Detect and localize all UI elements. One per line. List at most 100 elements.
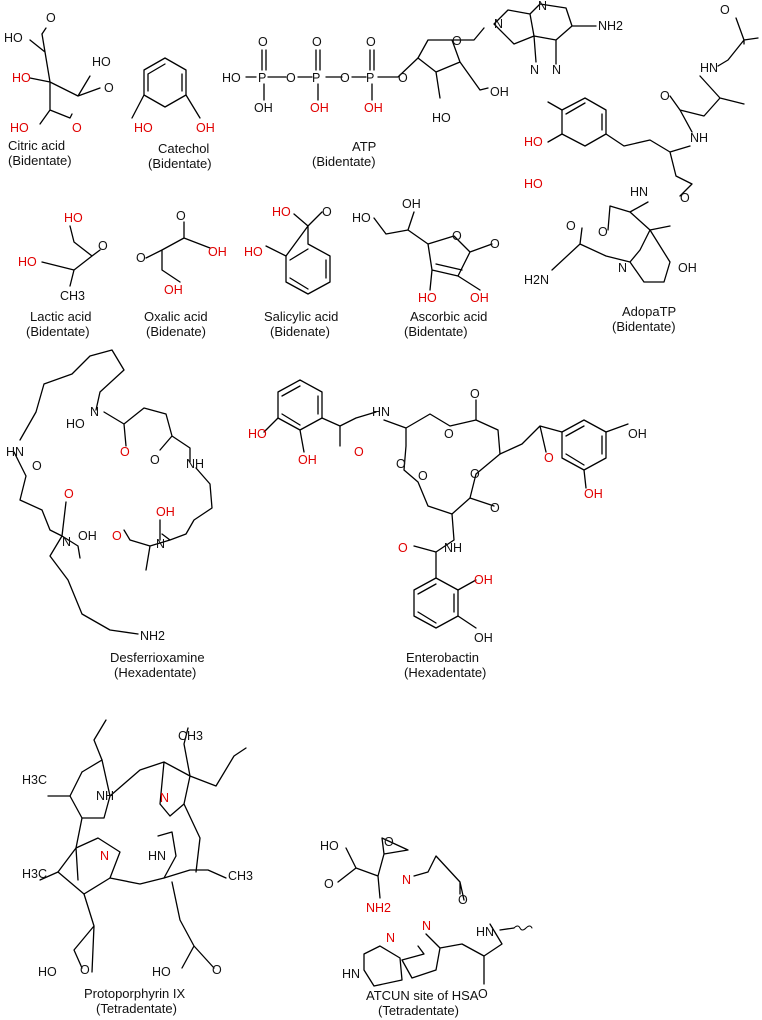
carbonyl-oxygen-label: O bbox=[490, 501, 500, 515]
molecule-name: Catechol bbox=[158, 141, 209, 156]
nitrogen-label: N bbox=[538, 0, 547, 13]
oxygen-label: O bbox=[398, 71, 408, 85]
carbonyl-oxygen-label: O bbox=[32, 459, 42, 473]
hydroxyl-label-donor: HO bbox=[64, 211, 83, 225]
citric-acid-structure: HO O HO O HO HO O Citric acid (Bidentate… bbox=[4, 11, 114, 168]
hydroxyl-label-donor: HO bbox=[244, 245, 263, 259]
amide-nitrogen-label: NH bbox=[690, 131, 708, 145]
pyrrole-nitrogen-donor: N bbox=[100, 849, 109, 863]
hydroxyl-label: HO bbox=[92, 55, 111, 69]
hydroxyl-label-donor: OH bbox=[208, 245, 227, 259]
carbonyl-oxygen-label: O bbox=[458, 893, 468, 907]
hydroxyl-label: HO bbox=[222, 71, 241, 85]
desferrioxamine-structure: HN N HO O O NH O O N OH OH N O NH2 Desfe… bbox=[6, 349, 213, 680]
oxygen-label: O bbox=[598, 225, 608, 239]
carbonyl-oxygen-label: O bbox=[104, 81, 114, 95]
amide-nitrogen-label: HN bbox=[476, 925, 494, 939]
carbonyl-oxygen-donor: O bbox=[120, 445, 130, 459]
amide-nitrogen-label: HN bbox=[630, 185, 648, 199]
hydroxyl-label: OH bbox=[402, 197, 421, 211]
phosphorus-label: P bbox=[312, 71, 320, 85]
imidazole-nitrogen-label: HN bbox=[342, 967, 360, 981]
imidazole-nitrogen-donor: N bbox=[386, 931, 395, 945]
molecule-name: Lactic acid bbox=[30, 309, 91, 324]
molecule-denticity: (Bidenate) bbox=[270, 324, 330, 339]
phosphorus-label: P bbox=[258, 71, 266, 85]
amide-nitrogen-label: NH bbox=[444, 541, 462, 555]
hydroxamate-nitrogen-label: N bbox=[90, 405, 99, 419]
molecule-denticity: (Hexadentate) bbox=[114, 665, 196, 680]
ester-oxygen-label: O bbox=[418, 469, 428, 483]
molecule-name: AdopaTP bbox=[622, 304, 676, 319]
hydroxyl-label-donor: OH bbox=[474, 573, 493, 587]
pyrrole-nitrogen-donor: N bbox=[160, 791, 169, 805]
oxygen-label: O bbox=[258, 35, 268, 49]
carbonyl-oxygen-label: O bbox=[324, 877, 334, 891]
hydroxyl-label-donor: OH bbox=[310, 101, 329, 115]
hydroxyl-label-donor: OH bbox=[470, 291, 489, 305]
amide-nitrogen-donor: N bbox=[422, 919, 431, 933]
hydroxyl-label: HO bbox=[66, 417, 85, 431]
hydroxyl-label-donor: HO bbox=[524, 135, 543, 149]
hydroxyl-label-donor: HO bbox=[418, 291, 437, 305]
molecule-name: ATP bbox=[352, 139, 376, 154]
ester-oxygen-label: O bbox=[444, 427, 454, 441]
salicylic-acid-structure: HO O HO Salicylic acid (Bidenate) bbox=[244, 205, 338, 339]
amide-nitrogen-donor: N bbox=[402, 873, 411, 887]
carbonyl-oxygen-label: O bbox=[322, 205, 332, 219]
hydroxamate-nitrogen-label: N bbox=[156, 537, 165, 551]
hydroxyl-label-donor: OH bbox=[164, 283, 183, 297]
molecule-name: Ascorbic acid bbox=[410, 309, 487, 324]
carbonyl-oxygen-donor: O bbox=[354, 445, 364, 459]
methyl-label: H3C bbox=[22, 773, 47, 787]
oxygen-label: O bbox=[566, 219, 576, 233]
hydroxyl-label: HO bbox=[152, 965, 171, 979]
oxygen-label: O bbox=[340, 71, 350, 85]
molecule-name: Oxalic acid bbox=[144, 309, 208, 324]
carbonyl-oxygen-label: O bbox=[46, 11, 56, 25]
molecule-name: Salicylic acid bbox=[264, 309, 338, 324]
amine-donor: NH2 bbox=[366, 901, 391, 915]
ring-oxygen-label: O bbox=[452, 229, 462, 243]
carbonyl-oxygen-label: O bbox=[396, 457, 406, 471]
hydroxyl-label-donor: OH bbox=[584, 487, 603, 501]
enterobactin-structure: HO OH O HN O O O O O O O OH OH NH O OH O… bbox=[248, 379, 647, 680]
hydroxyl-label: HO bbox=[432, 111, 451, 125]
hydroxyl-label-donor: HO bbox=[18, 255, 37, 269]
molecule-name: Citric acid bbox=[8, 138, 65, 153]
hydroxyl-label-donor: HO bbox=[134, 121, 153, 135]
molecule-name: Desferrioxamine bbox=[110, 650, 205, 665]
hydroxyl-label-donor: HO bbox=[12, 71, 31, 85]
nitrogen-label: N bbox=[494, 17, 503, 31]
molecule-denticity: (Bidentate) bbox=[312, 154, 376, 169]
ring-oxygen-label: O bbox=[452, 34, 462, 48]
hydroxyl-label: OH bbox=[628, 427, 647, 441]
molecule-denticity: (Hexadentate) bbox=[404, 665, 486, 680]
hydroxyl-label-donor: HO bbox=[248, 427, 267, 441]
carbonyl-oxygen-donor: O bbox=[72, 121, 82, 135]
carbonyl-oxygen-donor: O bbox=[64, 487, 74, 501]
catechol-structure: HO OH Catechol (Bidentate) bbox=[131, 57, 215, 171]
molecule-denticity: (Bidentate) bbox=[8, 153, 72, 168]
amine-label: NH2 bbox=[598, 19, 623, 33]
hydroxyl-label-donor: OH bbox=[298, 453, 317, 467]
hydroxyl-label: OH bbox=[490, 85, 509, 99]
methyl-label: CH3 bbox=[228, 869, 253, 883]
carbonyl-oxygen-label: O bbox=[478, 987, 488, 1001]
amide-nitrogen-label: NH bbox=[186, 457, 204, 471]
carbonyl-oxygen-donor: O bbox=[544, 451, 554, 465]
hydroxamate-nitrogen-label: N bbox=[62, 535, 71, 549]
oxygen-label: O bbox=[720, 3, 730, 17]
hydroxyl-label-donor: OH bbox=[364, 101, 383, 115]
phosphorus-label: P bbox=[366, 71, 374, 85]
adopatp-structure: O HN O NH O HO HO HN O OH N O H2N AdopaT… bbox=[524, 3, 759, 334]
hydroxyl-label-donor: HO bbox=[524, 177, 543, 191]
ring-nitrogen-label: N bbox=[618, 261, 627, 275]
oxygen-label: O bbox=[312, 35, 322, 49]
carbonyl-oxygen-donor: O bbox=[398, 541, 408, 555]
molecule-denticity: (Tetradentate) bbox=[96, 1001, 177, 1016]
methyl-label: H3C bbox=[22, 867, 47, 881]
molecule-name: Enterobactin bbox=[406, 650, 479, 665]
amine-label: H2N bbox=[524, 273, 549, 287]
pyrrole-nitrogen-label: HN bbox=[148, 849, 166, 863]
